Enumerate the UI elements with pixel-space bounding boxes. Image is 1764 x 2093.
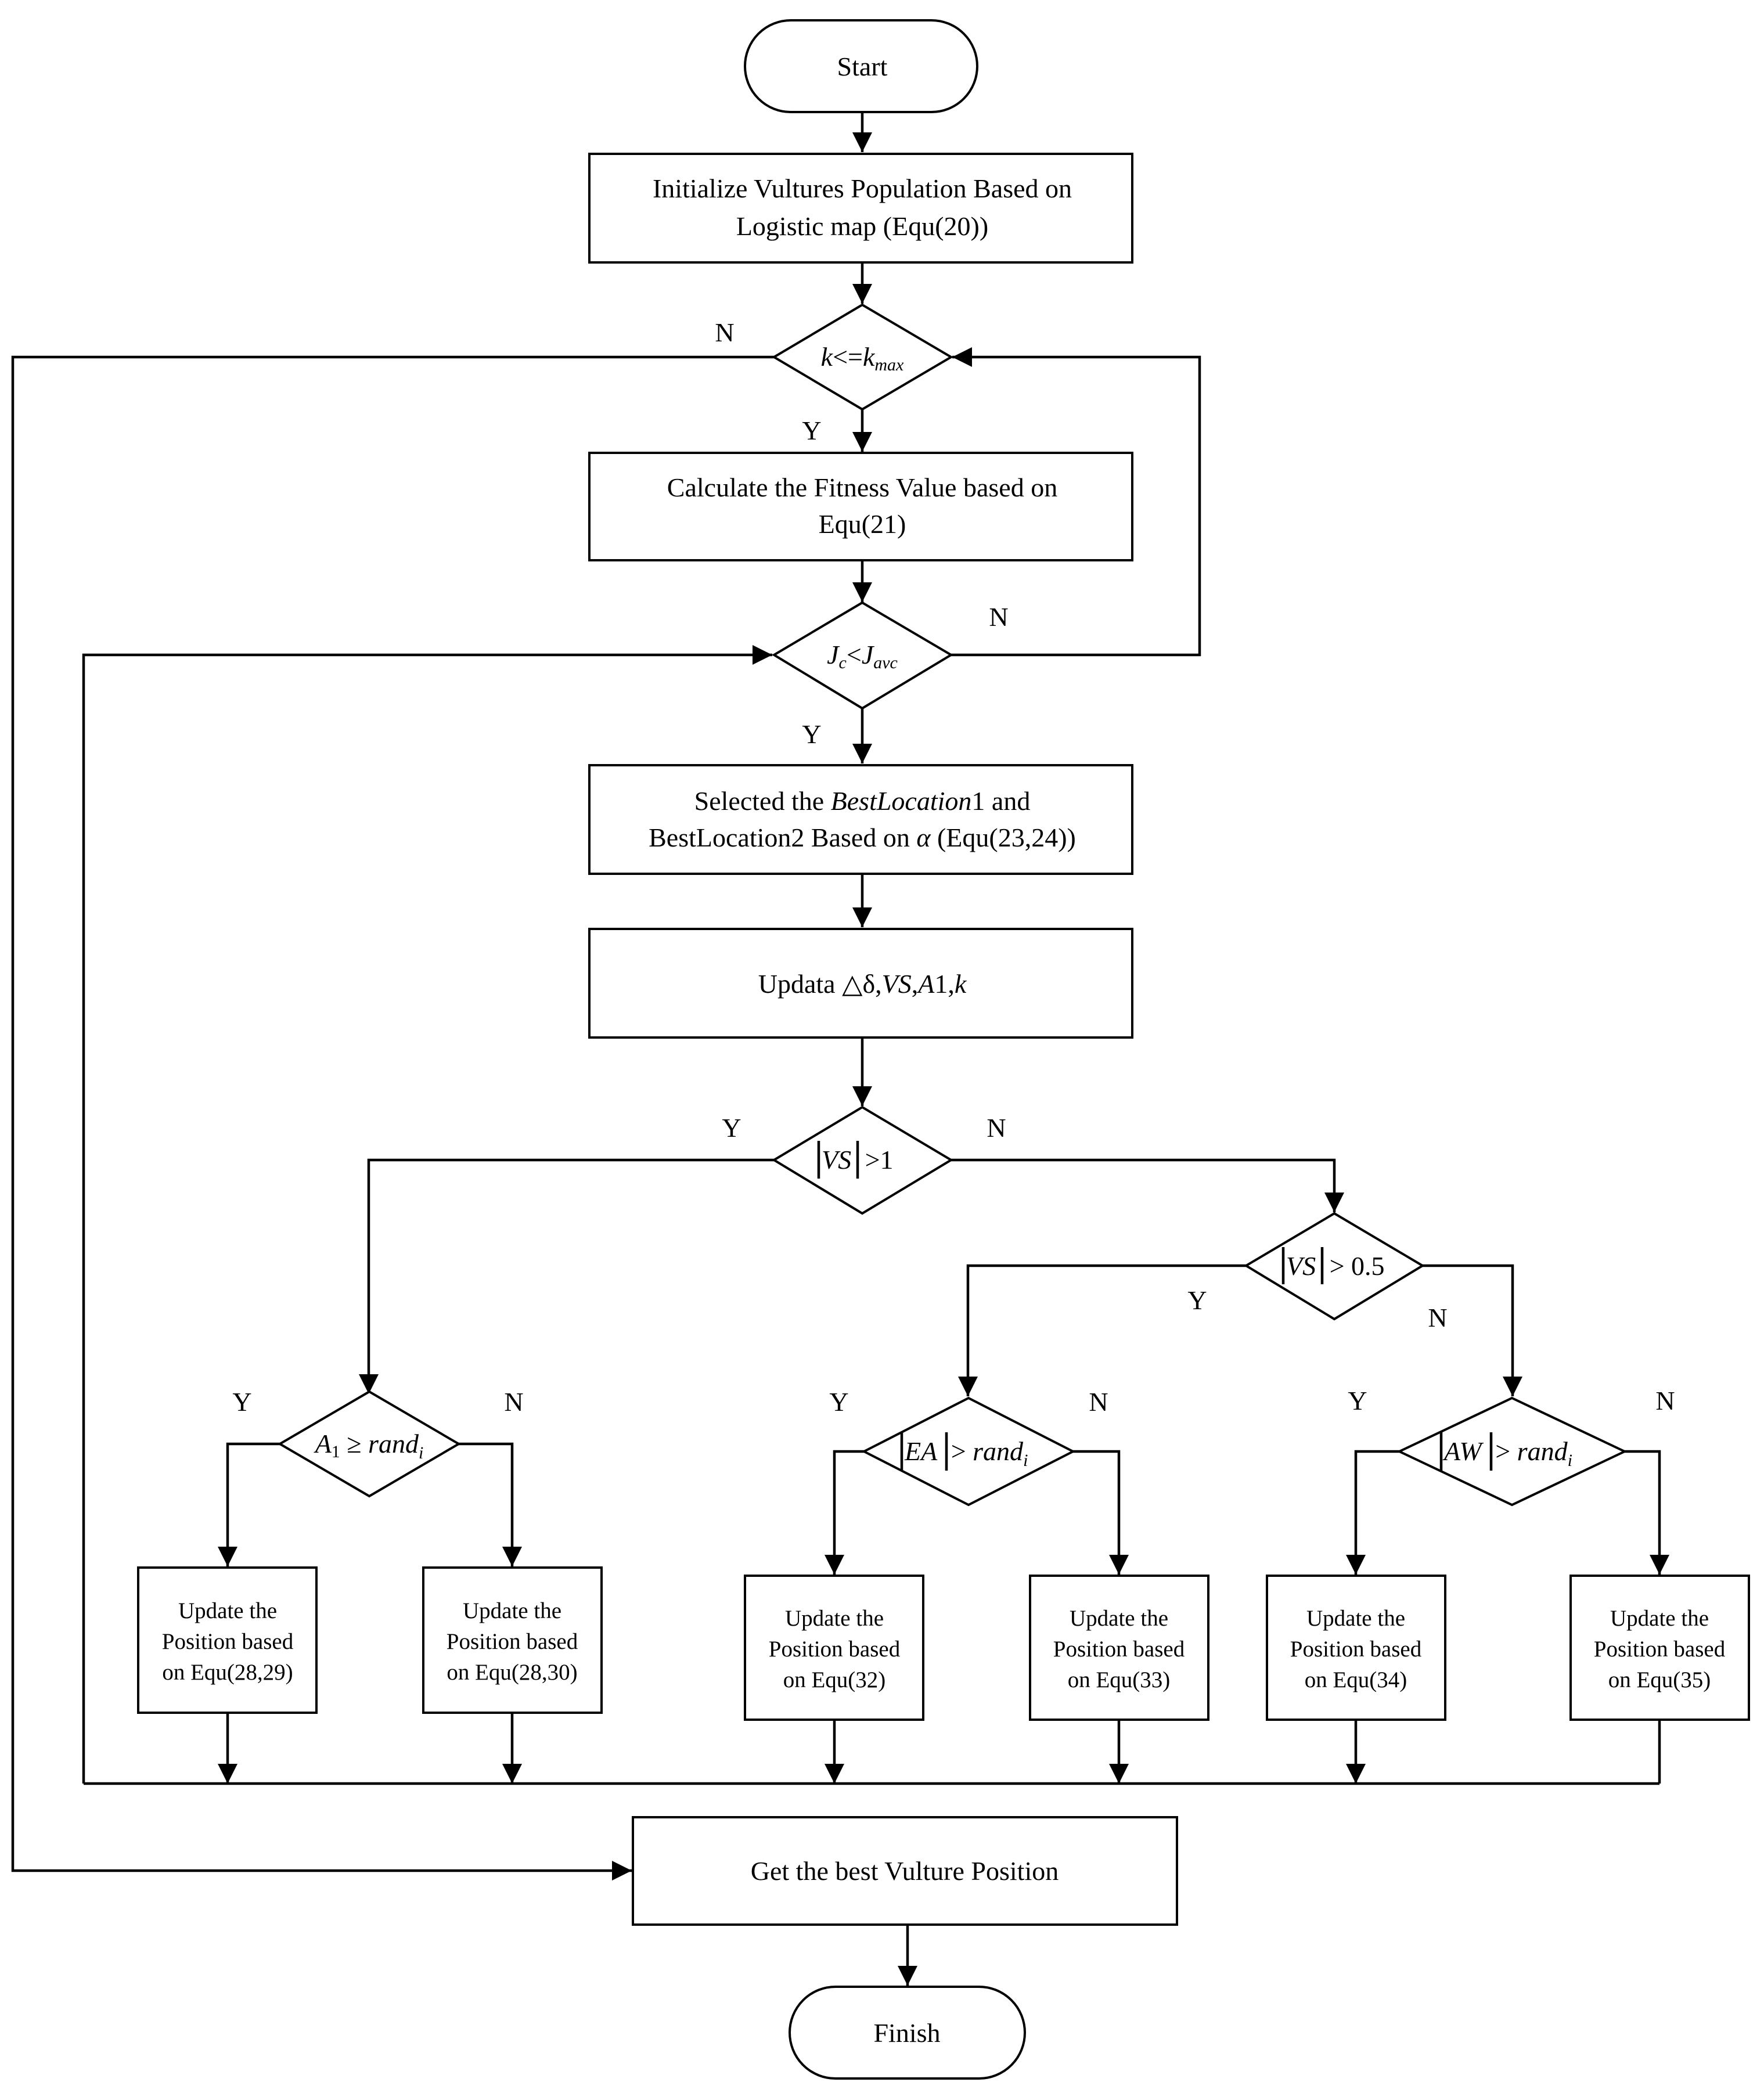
decision-vs05: VS > 0.5 [1244, 1212, 1425, 1321]
decision-ea: EA > randi [861, 1396, 1076, 1507]
decision-ea-label: EA > randi [904, 1436, 1028, 1470]
decision-a1: A1 ≥ randi [278, 1390, 461, 1498]
label-cond-aw-no: N [1655, 1386, 1675, 1415]
arrow-cond-k-no-to-get-best [11, 355, 774, 1881]
arrow-cond-vs05-yes [957, 1264, 1246, 1396]
arrow-cond-ea-no [1073, 1450, 1129, 1575]
update-box-3: Update the Position based on Equ(32) [744, 1575, 924, 1721]
label-cond-a1-no: N [504, 1387, 523, 1417]
decision-vs05-label: VS > 0.5 [1286, 1251, 1385, 1281]
update-box-5: Update the Position based on Equ(34) [1266, 1575, 1446, 1721]
arrow-cond-aw-yes [1345, 1450, 1399, 1575]
decision-vs1: VS >1 [772, 1105, 953, 1215]
decision-aw-label: AW > randi [1442, 1436, 1572, 1470]
label-cond-vs1-yes: Y [722, 1113, 741, 1143]
svg-text:on Equ(28,29): on Equ(28,29) [162, 1660, 293, 1685]
decision-j-label: Jc<Javc [827, 640, 898, 672]
svg-text:Position based: Position based [1594, 1637, 1726, 1662]
get-best-label: Get the best Vulture Position [751, 1856, 1059, 1886]
fitness-line-2: Equ(21) [819, 509, 906, 539]
update-params-process: Updata △δ,VS,A1,k [588, 928, 1133, 1039]
decision-vs1-label: VS >1 [822, 1145, 894, 1175]
arrow-cond-j-no-loop [951, 347, 1201, 657]
start-label: Start [837, 52, 888, 81]
decision-j: Jc<Javc [772, 601, 953, 710]
svg-text:Position based: Position based [162, 1629, 294, 1654]
svg-text:Update the: Update the [1610, 1606, 1709, 1631]
update-box-2: Update the Position based on Equ(28,30) [422, 1566, 603, 1714]
init-line-1: Initialize Vultures Population Based on [653, 174, 1072, 203]
svg-text:Update the: Update the [178, 1598, 277, 1623]
label-cond-aw-yes: Y [1348, 1386, 1367, 1415]
label-cond-j-yes: Y [802, 719, 821, 749]
decision-aw: AW > randi [1396, 1396, 1628, 1507]
arrow-return-loop [82, 644, 772, 1784]
svg-text:on Equ(35): on Equ(35) [1608, 1667, 1711, 1692]
svg-text:on Equ(33): on Equ(33) [1068, 1667, 1171, 1692]
svg-text:on Equ(32): on Equ(32) [783, 1667, 886, 1692]
svg-text:Update the: Update the [1070, 1606, 1168, 1631]
svg-text:Update the: Update the [785, 1606, 884, 1631]
get-best-process: Get the best Vulture Position [632, 1816, 1178, 1926]
decision-a1-label: A1 ≥ randi [314, 1429, 424, 1462]
update-box-4: Update the Position based on Equ(33) [1029, 1575, 1209, 1721]
svg-text:Position based: Position based [769, 1637, 901, 1662]
update-params-label: Updata △δ,VS,A1,k [758, 969, 967, 999]
label-cond-j-no: N [989, 602, 1008, 632]
arrow-cond-vs05-no [1423, 1264, 1523, 1396]
label-cond-vs05-yes: Y [1187, 1285, 1207, 1315]
arrow-cond-vs1-no [951, 1158, 1345, 1212]
select-line-2: BestLocation2 Based on α (Equ(23,24)) [649, 823, 1076, 852]
init-line-2: Logistic map (Equ(20)) [736, 211, 988, 241]
label-cond-vs1-no: N [987, 1113, 1006, 1143]
svg-text:Position based: Position based [1053, 1637, 1185, 1662]
arrow-cond-aw-no [1625, 1450, 1670, 1575]
label-cond-k-yes: Y [802, 416, 821, 445]
label-cond-k-no: N [715, 318, 734, 347]
label-cond-ea-yes: Y [829, 1387, 848, 1417]
decision-k: k<=kmax [772, 303, 953, 411]
arrow-cond-ea-yes [824, 1450, 864, 1575]
decision-k-label: k<=kmax [821, 342, 904, 374]
branch-labels: N Y N Y Y N Y N Y N Y N Y N [232, 318, 1675, 1417]
label-cond-a1-yes: Y [232, 1387, 251, 1417]
start-node: Start [744, 19, 978, 113]
svg-text:Position based: Position based [447, 1629, 578, 1654]
svg-text:on Equ(34): on Equ(34) [1305, 1667, 1407, 1692]
fitness-line-1: Calculate the Fitness Value based on [667, 473, 1057, 502]
init-process: Initialize Vultures Population Based on … [588, 153, 1133, 264]
arrow-cond-a1-no [459, 1442, 523, 1566]
label-cond-vs05-no: N [1428, 1303, 1447, 1332]
label-cond-ea-no: N [1089, 1387, 1108, 1417]
svg-text:Update the: Update the [463, 1598, 561, 1623]
fitness-process: Calculate the Fitness Value based on Equ… [588, 452, 1133, 561]
svg-text:Position based: Position based [1290, 1637, 1422, 1662]
finish-label: Finish [873, 2018, 940, 2048]
select-process: Selected the BestLocation1 and BestLocat… [588, 764, 1133, 875]
connectors [11, 112, 1670, 1986]
update-box-1: Update the Position based on Equ(28,29) [137, 1566, 318, 1714]
update-box-6: Update the Position based on Equ(35) [1569, 1575, 1750, 1721]
arrow-cond-a1-yes [217, 1442, 280, 1566]
svg-text:on Equ(28,30): on Equ(28,30) [447, 1660, 577, 1685]
finish-node: Finish [789, 1986, 1026, 2080]
select-line-1: Selected the BestLocation1 and [694, 786, 1031, 816]
arrow-cond-vs1-yes [358, 1158, 774, 1394]
svg-text:Update the: Update the [1306, 1606, 1405, 1631]
